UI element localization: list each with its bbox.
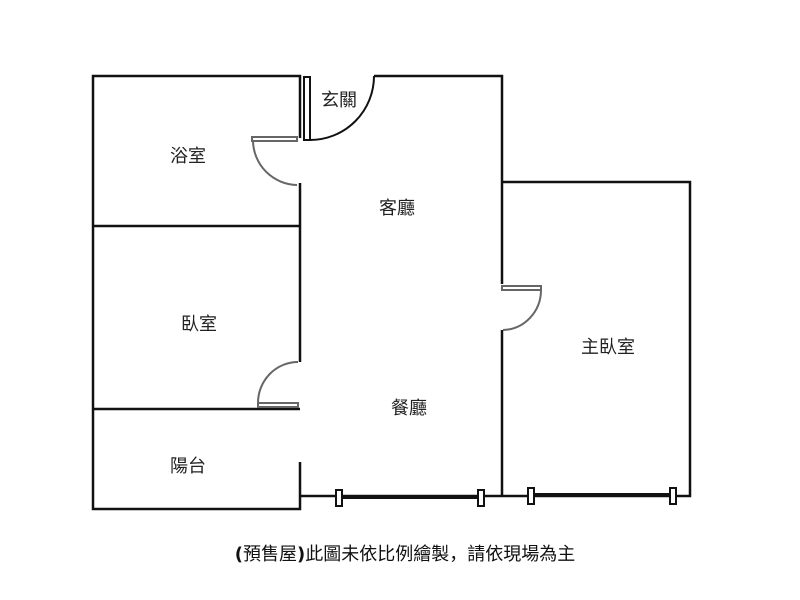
window-post — [335, 489, 343, 507]
bedroom-door-swing — [257, 361, 299, 404]
entrance-door-leaf — [303, 76, 311, 141]
caption-presale: 預售屋 — [243, 544, 297, 565]
bathroom-door — [251, 136, 298, 186]
entrance-door — [303, 75, 375, 141]
window-post — [477, 489, 485, 507]
caption-note: 此圖未依比例繪製，請依現場為主 — [305, 544, 576, 565]
caption-open-paren: ( — [234, 544, 243, 565]
disclaimer-caption: (預售屋)此圖未依比例繪製，請依現場為主 — [235, 540, 575, 566]
left-block-outer-wall — [91, 74, 302, 511]
room-label-living-room: 客廳 — [379, 198, 415, 219]
room-label-balcony: 陽台 — [170, 456, 206, 477]
window-post — [527, 487, 535, 505]
window-posts — [335, 487, 677, 507]
caption-close-paren: ) — [297, 544, 306, 565]
window-post — [669, 487, 677, 505]
walls — [91, 74, 692, 511]
master-bedroom-door — [501, 285, 542, 331]
entrance-door-swing — [309, 75, 375, 141]
bedroom-door-leaf — [257, 402, 299, 408]
living-top-right-wall — [374, 74, 504, 284]
bedroom-door — [257, 361, 299, 408]
bathroom-door-swing — [252, 140, 298, 186]
room-label-bathroom: 浴室 — [170, 146, 206, 167]
room-label-bedroom: 臥室 — [181, 314, 217, 335]
master-door-leaf — [501, 285, 542, 291]
room-label-entrance: 玄關 — [321, 90, 357, 111]
master-door-swing — [502, 289, 542, 331]
room-label-master-bedroom: 主臥室 — [581, 337, 635, 358]
bathroom-door-leaf — [251, 136, 298, 142]
room-label-dining-room: 餐廳 — [391, 398, 427, 419]
